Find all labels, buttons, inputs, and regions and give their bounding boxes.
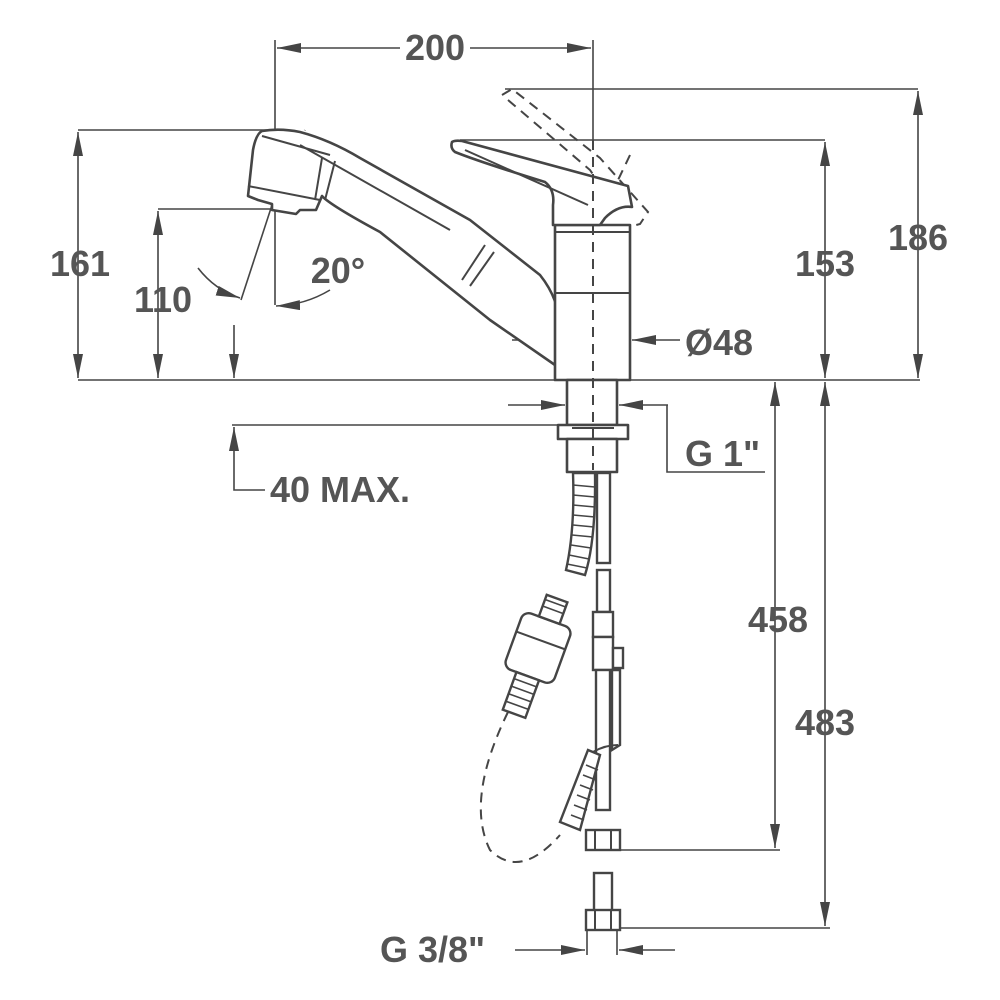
- dim-110: 110: [134, 279, 192, 320]
- dim-thread: G 1": [685, 433, 760, 474]
- extension-lines: [78, 40, 920, 955]
- dim-161: 161: [50, 243, 110, 284]
- dimension-lines: [73, 43, 923, 955]
- dim-deck: 40 MAX.: [270, 469, 410, 510]
- dim-200: 200: [405, 27, 465, 68]
- dim-186: 186: [888, 217, 948, 258]
- dim-483: 483: [795, 702, 855, 743]
- dim-angle: 20°: [311, 250, 365, 291]
- dim-153: 153: [795, 243, 855, 284]
- dim-458: 458: [748, 599, 808, 640]
- dim-diameter: Ø48: [685, 322, 753, 363]
- hoses: [479, 471, 625, 932]
- dimension-labels: 200 161 110 20° 153 186 Ø48 G 1" 40 MAX.…: [50, 27, 948, 970]
- faucet-body: [246, 87, 650, 474]
- dim-connection: G 3/8": [380, 929, 485, 970]
